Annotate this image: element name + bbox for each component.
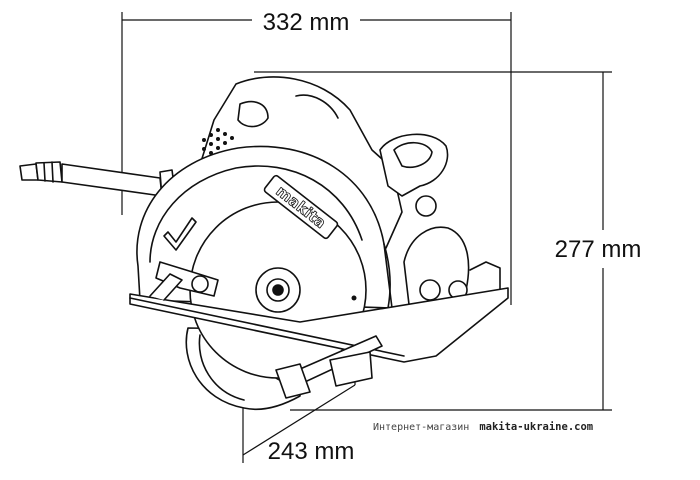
checkmark-decal-icon <box>163 217 197 251</box>
watermark-prefix: Интернет-магазин <box>373 422 470 433</box>
power-cord <box>19 161 177 201</box>
depth-line <box>242 384 356 456</box>
width-dimension-label: 332 mm <box>263 9 350 36</box>
watermark: Интернет-магазин makita-ukraine.com <box>373 421 593 433</box>
height-dimension-label: 277 mm <box>555 236 642 263</box>
dimension-lines <box>121 12 612 463</box>
base-plate <box>129 287 509 363</box>
circular-saw: makita <box>19 76 509 411</box>
depth-dimension-label: 243 mm <box>268 438 355 465</box>
watermark-site: makita-ukraine.com <box>479 421 594 433</box>
motor-vents <box>202 128 234 155</box>
